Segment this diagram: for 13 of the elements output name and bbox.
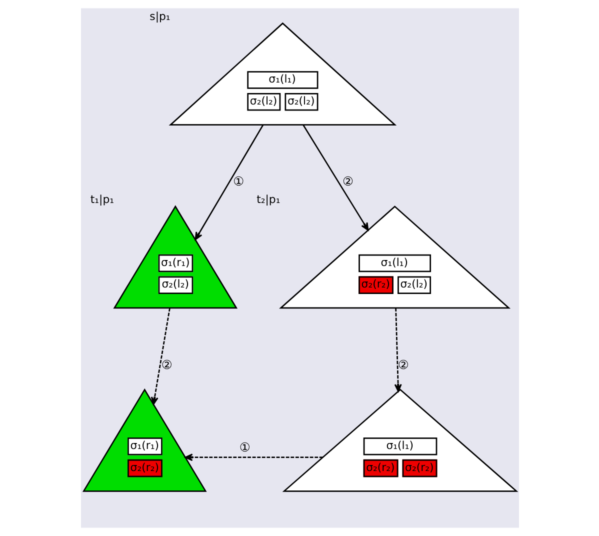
- edge-label: ②: [397, 358, 408, 372]
- edge-label: ①: [232, 174, 244, 189]
- node-label: t₁|p₁: [90, 192, 114, 206]
- node-label: s|p₁: [149, 10, 170, 23]
- arrow: [184, 454, 322, 462]
- arrow: [194, 124, 264, 240]
- edge-label: ①: [238, 440, 250, 454]
- edge-label: ②: [160, 358, 172, 372]
- arrow: [394, 308, 402, 392]
- arrow: [302, 124, 368, 231]
- node-label: t₂|p₁: [256, 192, 280, 206]
- edge-label: ②: [342, 174, 353, 189]
- arrow: [150, 308, 170, 405]
